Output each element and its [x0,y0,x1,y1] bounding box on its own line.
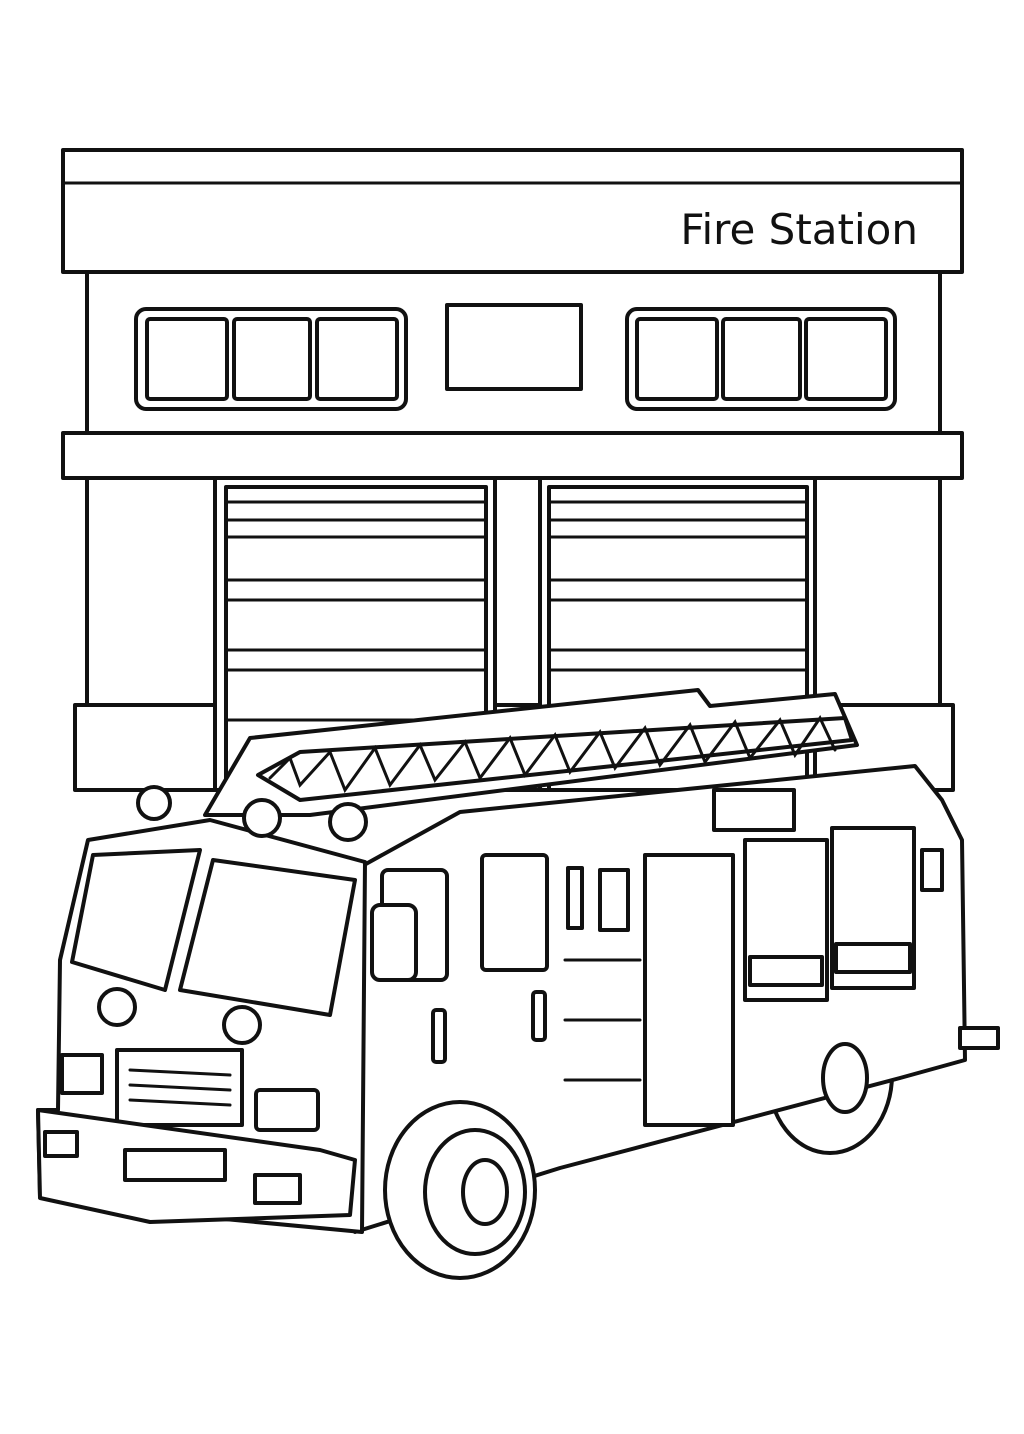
rear-step [958,1026,1000,1050]
middle-ledge [61,431,964,480]
rear-cab-window [480,853,549,972]
door-handle [431,1008,447,1064]
windshield-left [70,848,202,992]
left-window-group [134,307,408,411]
beacon-lights [136,785,368,842]
windshield-right [178,858,357,1017]
bumper-light [253,1173,302,1205]
headlight-right [222,1005,262,1045]
rear-hubcap [821,1042,869,1114]
license-plate [123,1148,227,1182]
side-mirror [370,903,418,982]
roof-sign-band [61,148,964,274]
bumper-light [43,1130,79,1158]
front-light-left [60,1053,104,1095]
ladder [203,688,859,817]
front-wheel [383,1100,537,1280]
front-light-right [254,1088,320,1132]
equipment-compartments [563,826,944,1127]
right-window-group [625,307,897,411]
roof-box [712,788,796,832]
center-window [445,303,583,391]
door-handle [531,990,547,1042]
station-sign: Fire Station [680,205,918,254]
compartment-door [643,853,735,1127]
fire-truck [36,688,1000,1280]
grille [115,1048,244,1127]
headlight-left [97,987,137,1027]
